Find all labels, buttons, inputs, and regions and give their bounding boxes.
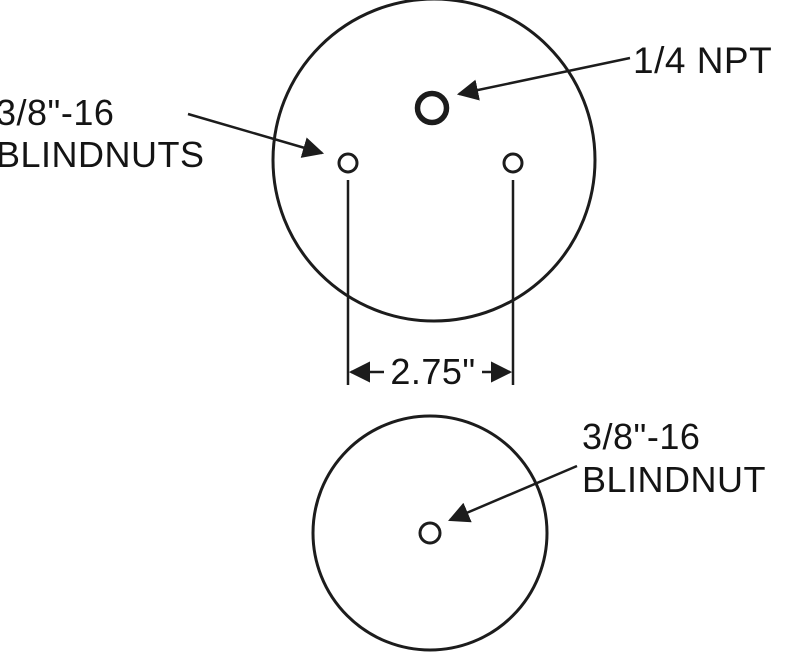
dimension-label: 2.75" bbox=[390, 351, 475, 392]
blindnuts-label-line2: BLINDNUTS bbox=[0, 134, 205, 175]
blindnut-label-line2: BLINDNUT bbox=[582, 459, 766, 500]
top-plate-outline bbox=[271, 0, 597, 323]
blindnuts-leader-arrow bbox=[187, 112, 325, 158]
left-blindnut-hole bbox=[337, 152, 359, 174]
npt-label: 1/4 NPT bbox=[633, 40, 772, 81]
npt-port-hole bbox=[414, 90, 450, 126]
center-blindnut-hole bbox=[418, 521, 442, 545]
right-blindnut-hole bbox=[502, 152, 524, 174]
npt-leader-arrow bbox=[456, 56, 631, 101]
blindnuts-label-line1: 3/8"-16 bbox=[0, 92, 114, 133]
blindnut-leader-arrow bbox=[448, 464, 578, 523]
bottom-plate-outline bbox=[311, 414, 549, 652]
blindnut-label-line1: 3/8"-16 bbox=[582, 416, 700, 457]
